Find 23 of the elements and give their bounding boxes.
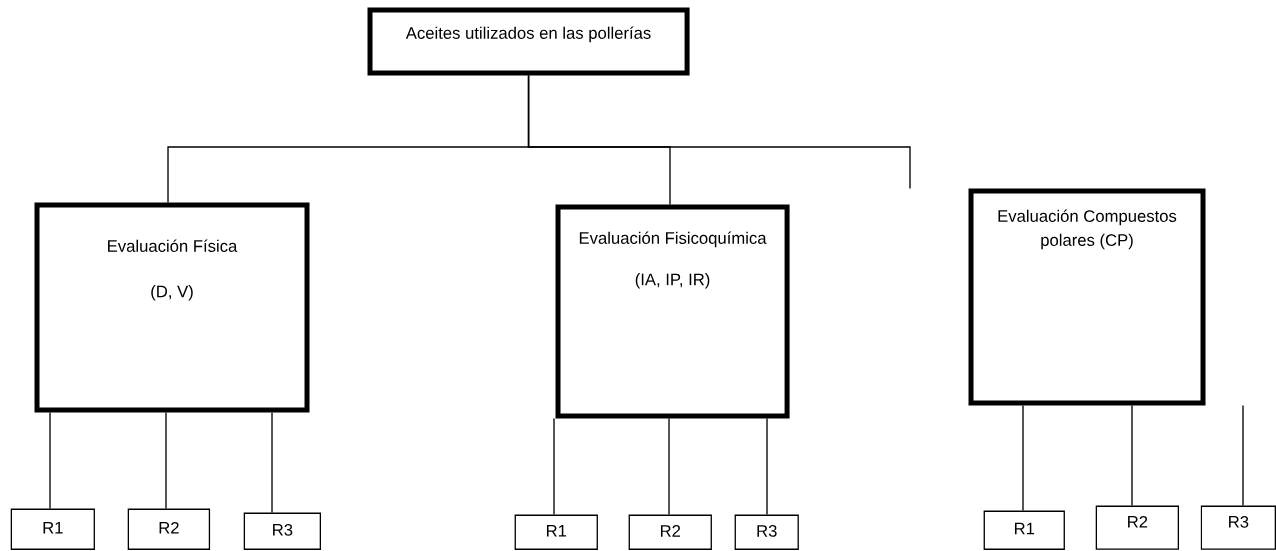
result-box: R3 <box>243 512 321 550</box>
connector-line <box>553 417 555 516</box>
connector-line <box>1022 404 1024 512</box>
result-box: R3 <box>734 514 799 550</box>
category-box: Evaluación Fisicoquímica (IA, IP, IR) <box>555 204 790 419</box>
result-box: R2 <box>1095 505 1179 550</box>
connector-line <box>527 74 911 190</box>
connector-line <box>1242 404 1244 507</box>
connector-line <box>165 411 167 510</box>
result-box: R2 <box>127 508 211 550</box>
category-box: Evaluación Compuestos polares (CP) <box>968 188 1206 406</box>
connector-line <box>668 417 670 516</box>
connector-line <box>1131 404 1133 507</box>
connector-line <box>271 411 273 514</box>
category-box: Evaluación Física (D, V) <box>34 202 310 413</box>
connector-line <box>766 417 768 516</box>
result-box: R3 <box>1200 505 1276 550</box>
result-box: R2 <box>628 514 712 550</box>
result-box: R1 <box>514 514 598 550</box>
connector-line <box>49 411 51 510</box>
title-box: Aceites utilizados en las pollerías <box>367 7 690 76</box>
result-box: R1 <box>10 508 95 550</box>
result-box: R1 <box>983 510 1065 550</box>
